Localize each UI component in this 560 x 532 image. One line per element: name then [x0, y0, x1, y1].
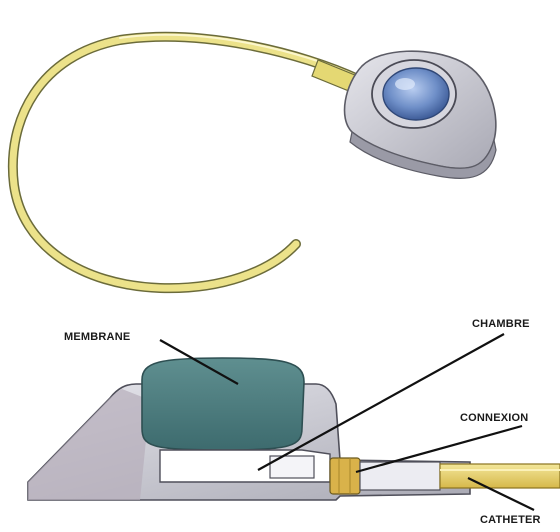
- membrane-label: MEMBRANE: [64, 331, 130, 343]
- connexion-label: CONNEXION: [460, 412, 528, 424]
- port-septum-membrane: [372, 60, 456, 128]
- chambre-label: CHAMBRE: [472, 318, 530, 330]
- catheter-tube: [440, 464, 560, 488]
- chamber: [160, 450, 330, 482]
- catheter-label: CATHETER: [480, 514, 541, 526]
- membrane: [142, 358, 304, 450]
- catheter-coil: [13, 35, 360, 288]
